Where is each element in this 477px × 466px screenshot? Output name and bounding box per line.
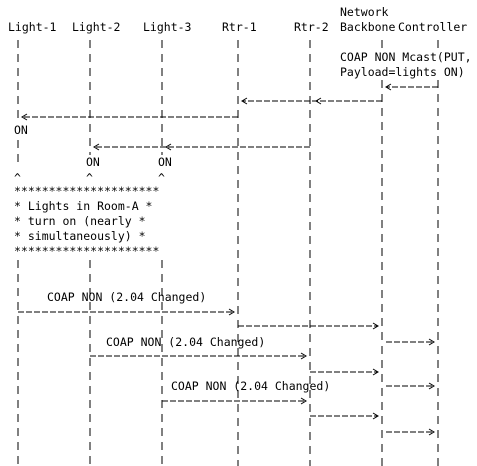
participant-light-3: Light-3 <box>143 20 192 34</box>
arrowhead-controller-3 <box>428 428 435 436</box>
response-label-light-2: COAP NON (2.04 Changed) <box>106 335 265 349</box>
request-arrows <box>21 83 438 151</box>
box-border-bottom: ********************* <box>14 244 159 258</box>
room-a-box: ********************* * Lights in Room-A… <box>14 184 159 258</box>
box-border-top: ********************* <box>14 184 159 198</box>
response-arrows-light-2 <box>90 338 435 376</box>
caret-light-3: ^ <box>158 171 165 185</box>
participant-light-1: Light-1 <box>8 20 57 34</box>
light-1-on: ON <box>14 123 28 137</box>
response-label-light-1: COAP NON (2.04 Changed) <box>47 290 206 304</box>
box-line-1: * Lights in Room-A * <box>14 199 152 213</box>
light-3-on: ON <box>158 155 172 169</box>
arrowhead-rtr-1-resp <box>228 308 235 316</box>
arrowhead-rtr-2-resp-1 <box>300 352 307 360</box>
arrowhead-light-3 <box>165 143 172 151</box>
arrowhead-light-2 <box>93 143 100 151</box>
arrowhead-controller-1 <box>428 338 435 346</box>
participant-rtr-1: Rtr-1 <box>222 20 257 34</box>
request-note-line-2: Payload=lights ON) <box>340 65 465 79</box>
arrowhead-rtr-1-mid <box>315 97 322 105</box>
caret-light-2: ^ <box>86 171 93 185</box>
participant-network-label: Network <box>340 5 389 19</box>
response-arrows-light-1 <box>18 308 379 330</box>
lifelines <box>17 40 439 466</box>
participant-backbone-label: Backbone <box>340 20 395 34</box>
participant-controller: Controller <box>398 20 467 34</box>
light-2-on: ON <box>86 155 100 169</box>
arrowhead-controller-2 <box>428 382 435 390</box>
caret-light-1: ^ <box>14 171 21 185</box>
participant-rtr-2: Rtr-2 <box>294 20 329 34</box>
arrowhead-backbone-resp-1 <box>372 322 379 330</box>
arrowhead-light-1 <box>21 113 28 121</box>
participant-light-2: Light-2 <box>72 20 120 34</box>
box-line-3: * simultaneously) * <box>14 229 146 243</box>
arrowhead-rtr-1 <box>241 97 248 105</box>
response-arrows-light-3 <box>162 382 435 436</box>
arrowhead-backbone <box>385 83 392 91</box>
arrowhead-backbone-resp-2 <box>372 368 379 376</box>
request-note-line-1: COAP NON Mcast(PUT, <box>340 50 472 64</box>
box-line-2: * turn on (nearly * <box>14 214 146 228</box>
response-label-light-3: COAP NON (2.04 Changed) <box>171 379 330 393</box>
arrowhead-rtr-2-resp-2 <box>300 397 307 405</box>
arrowhead-backbone-resp-3 <box>372 412 379 420</box>
